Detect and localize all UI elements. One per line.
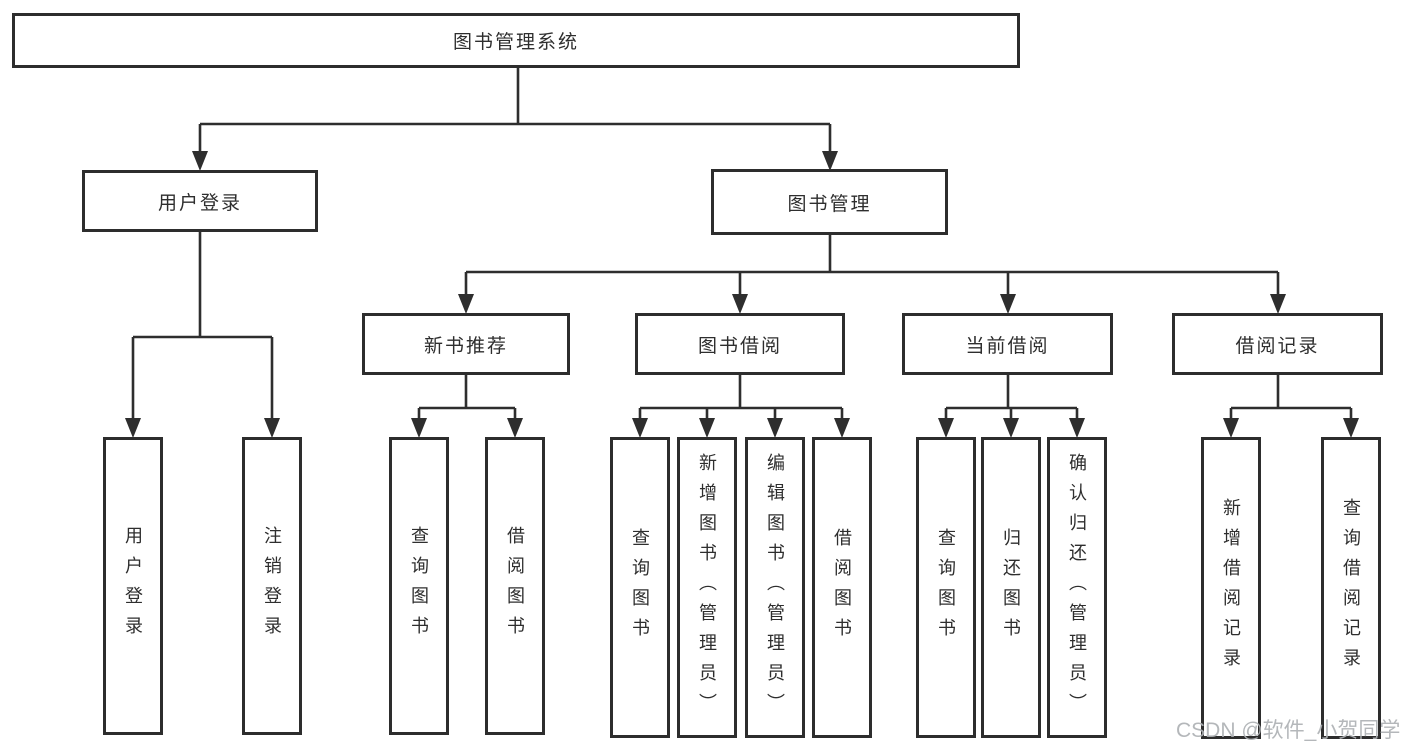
node-leaf-edit-book-admin: 编辑图书（管理员） xyxy=(745,437,805,738)
node-label: 借阅图书 xyxy=(505,526,525,646)
node-leaf-logout: 注销登录 xyxy=(242,437,302,735)
node-leaf-return-book: 归还图书 xyxy=(981,437,1041,738)
node-label: 图书借阅 xyxy=(697,335,782,357)
node-root: 图书管理系统 xyxy=(12,13,1020,68)
node-label: 查询借阅记录 xyxy=(1341,498,1361,678)
watermark: CSDN @软件_小贺同学 xyxy=(1176,719,1401,742)
node-label: 借阅记录 xyxy=(1235,335,1320,357)
arrowheads xyxy=(125,151,1359,438)
node-label: 用户登录 xyxy=(157,192,242,214)
node-label: 新增借阅记录 xyxy=(1221,498,1241,678)
node-label: 编辑图书（管理员） xyxy=(765,452,785,723)
node-current-borrow: 当前借阅 xyxy=(902,313,1113,375)
node-label: 新增图书（管理员） xyxy=(697,452,717,723)
node-borrow-records: 借阅记录 xyxy=(1172,313,1383,375)
node-leaf-add-book-admin: 新增图书（管理员） xyxy=(677,437,737,738)
node-leaf-query-borrow-record: 查询借阅记录 xyxy=(1321,437,1381,739)
node-label: 图书管理系统 xyxy=(452,32,579,53)
node-label: 查询图书 xyxy=(409,526,429,646)
node-label: 注销登录 xyxy=(262,526,282,646)
node-leaf-borrow-books-2: 借阅图书 xyxy=(812,437,872,738)
node-leaf-query-books-1: 查询图书 xyxy=(389,437,449,735)
node-label: 用户登录 xyxy=(123,526,143,646)
node-leaf-confirm-return-admin: 确认归还（管理员） xyxy=(1047,437,1107,738)
node-label: 查询图书 xyxy=(630,527,650,648)
node-leaf-user-login: 用户登录 xyxy=(103,437,163,735)
node-label: 当前借阅 xyxy=(965,335,1050,357)
node-label: 归还图书 xyxy=(1001,527,1021,648)
node-user-login: 用户登录 xyxy=(82,170,318,232)
node-label: 确认归还（管理员） xyxy=(1067,452,1087,723)
node-new-book-recommend: 新书推荐 xyxy=(362,313,570,375)
node-label: 新书推荐 xyxy=(423,335,508,357)
node-label: 借阅图书 xyxy=(832,527,852,648)
node-leaf-query-books-3: 查询图书 xyxy=(916,437,976,738)
node-book-management: 图书管理 xyxy=(711,169,948,235)
node-leaf-borrow-books-1: 借阅图书 xyxy=(485,437,545,735)
node-leaf-add-borrow-record: 新增借阅记录 xyxy=(1201,437,1261,739)
node-book-borrow: 图书借阅 xyxy=(635,313,845,375)
node-label: 图书管理 xyxy=(787,193,872,215)
node-label: 查询图书 xyxy=(936,527,956,648)
node-leaf-query-books-2: 查询图书 xyxy=(610,437,670,738)
